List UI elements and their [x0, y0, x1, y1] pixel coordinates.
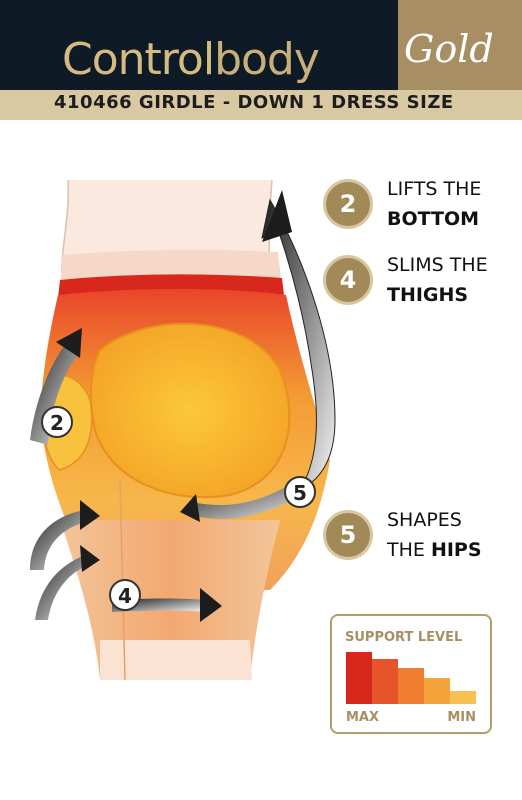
girdle-illustration: 2 5 4 [30, 179, 336, 681]
feature-lifts-bottom: 2 LIFTS THE BOTTOM [323, 174, 481, 234]
feature-number-badge: 5 [323, 510, 373, 560]
feature-slims-thighs: 4 SLIMS THE THIGHS [323, 250, 488, 310]
header-dark-panel [0, 0, 398, 90]
header-gold-panel [398, 0, 522, 90]
feature-text: SLIMS THE THIGHS [387, 250, 488, 310]
support-level-bar [398, 668, 424, 704]
leg-band [100, 640, 252, 680]
support-level-panel: SUPPORT LEVEL MAX MIN [330, 614, 492, 734]
marker-5-label: 5 [293, 481, 307, 505]
support-level-bar [372, 659, 398, 704]
brand-name-control: Control [62, 34, 215, 85]
arrow-thighs-head [200, 588, 222, 622]
feature-number-badge: 2 [323, 179, 373, 229]
marker-5: 5 [284, 476, 316, 508]
brand-logo: Controlbody [62, 38, 320, 82]
feature-text: LIFTS THE BOTTOM [387, 174, 481, 234]
support-level-bar [346, 652, 372, 704]
arrow-side-left [30, 510, 86, 570]
feature-line1: LIFTS THE [387, 178, 482, 200]
feature-text: SHAPES THE HIPS [387, 505, 482, 565]
marker-4: 4 [109, 579, 141, 611]
marker-2-label: 2 [50, 411, 64, 435]
feature-line2: THE HIPS [387, 539, 482, 561]
arrow-lift-left-head [56, 328, 82, 358]
arrow-hips-in-head [180, 494, 200, 522]
brand-name-gold: Gold [404, 27, 494, 71]
header: Controlbody Gold 410466 GIRDLE - DOWN 1 … [0, 0, 522, 120]
support-min-label: MIN [447, 710, 476, 725]
support-level-bar [424, 678, 450, 704]
feature-number-badge: 4 [323, 255, 373, 305]
support-level-bar [450, 691, 476, 704]
arrow-hips-in [190, 478, 310, 519]
support-max-label: MAX [346, 710, 380, 725]
feature-line2: BOTTOM [387, 208, 480, 230]
arrow-side-left-2-head [80, 545, 100, 572]
support-level-bars [346, 652, 478, 704]
arrow-hips-up-head [262, 190, 292, 242]
arrow-side-left-2 [35, 555, 88, 620]
brand-name-body: body [214, 34, 320, 85]
buttock-cup-right [89, 322, 291, 499]
arrow-side-left-head [80, 500, 100, 530]
marker-4-label: 4 [118, 584, 132, 608]
header-band [0, 90, 522, 120]
feature-shapes-hips: 5 SHAPES THE HIPS [323, 505, 482, 565]
feature-line1: SHAPES [387, 509, 462, 531]
feature-line1: SLIMS THE [387, 254, 488, 276]
marker-2: 2 [41, 406, 73, 438]
feature-line2: THIGHS [387, 284, 469, 306]
support-level-title: SUPPORT LEVEL [345, 630, 463, 645]
product-title: 410466 GIRDLE - DOWN 1 DRESS SIZE [54, 92, 454, 113]
